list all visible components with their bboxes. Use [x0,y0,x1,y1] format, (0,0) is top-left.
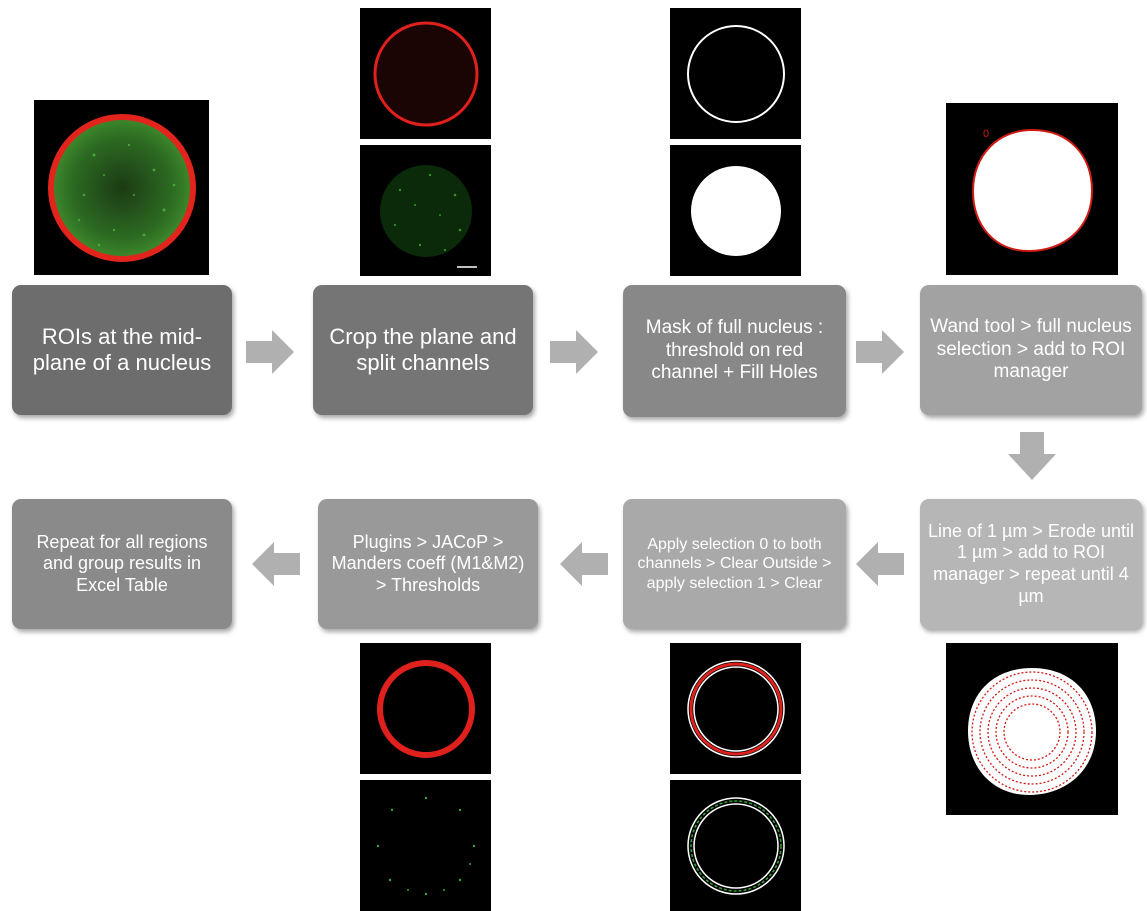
arrow-left-icon [856,542,904,586]
eroded-rings-image [946,643,1118,815]
step-5-box: Line of 1 µm > Erode until 1 µm > add to… [920,499,1142,629]
green-ring-result-image [360,780,491,911]
arrow-right-icon [550,330,598,374]
merged-nucleus-image [34,100,209,275]
arrow-left-icon [252,542,300,586]
step-4-box: Wand tool > full nucleus selection > add… [920,285,1142,415]
arrow-right-icon [246,330,294,374]
red-overlay-image [670,643,801,774]
step-1-text: ROIs at the mid-plane of a nucleus [32,323,212,375]
step-4-text: Wand tool > full nucleus selection > add… [930,315,1132,383]
arrow-down-icon [1008,432,1056,480]
red-ring-result-image [360,643,491,774]
step-6-box: Apply selection 0 to both channels > Cle… [623,499,846,629]
roi-number-label: 0 [983,128,989,140]
step-3-box: Mask of full nucleus : threshold on red … [623,285,846,417]
arrow-right-icon [856,330,904,374]
step-3-text: Mask of full nucleus : threshold on red … [645,316,824,384]
step-7-text: Plugins > JACoP > Manders coeff (M1&M2) … [331,531,525,595]
step-2-text: Crop the plane and split channels [329,323,517,375]
step-5-text: Line of 1 µm > Erode until 1 µm > add to… [928,520,1134,606]
step-6-text: Apply selection 0 to both channels > Cle… [637,536,832,592]
arrow-left-icon [560,542,608,586]
wand-selection-image: 0 [946,103,1118,275]
filled-mask-image [670,145,801,276]
step-8-text: Repeat for all regions and group results… [36,531,208,595]
step-1-box: ROIs at the mid-plane of a nucleus [12,285,232,415]
outline-mask-image [670,8,801,139]
step-8-box: Repeat for all regions and group results… [12,499,232,629]
red-channel-image [360,8,491,139]
green-channel-image [360,145,491,276]
green-overlay-image [670,780,801,911]
step-7-box: Plugins > JACoP > Manders coeff (M1&M2) … [318,499,538,629]
step-2-box: Crop the plane and split channels [313,285,533,415]
